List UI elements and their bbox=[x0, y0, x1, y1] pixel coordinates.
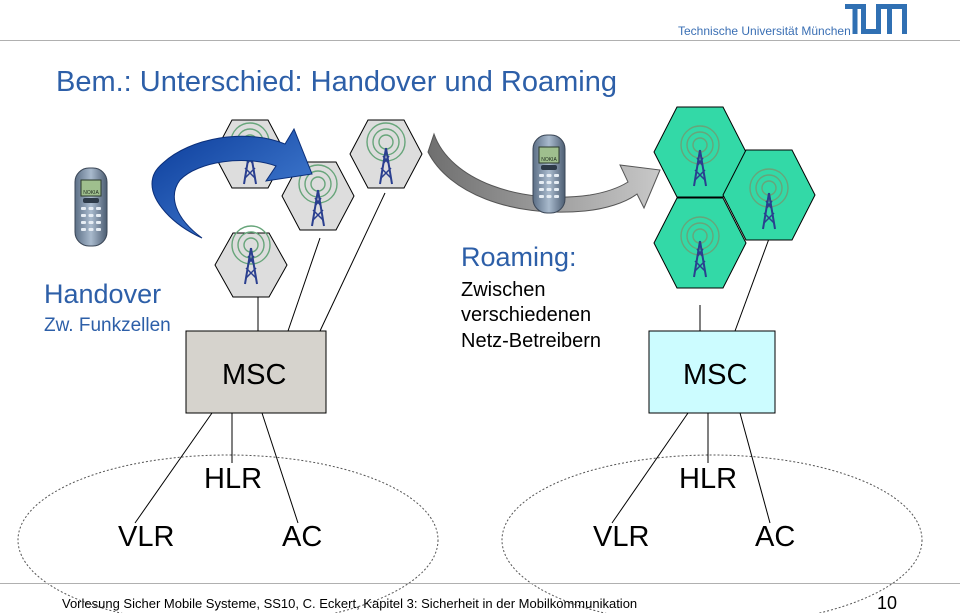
page-number: 10 bbox=[877, 593, 898, 613]
svg-text:NOKIA: NOKIA bbox=[541, 157, 557, 163]
connector bbox=[734, 235, 771, 332]
handover-subtitle: Zw. Funkzellen bbox=[44, 315, 171, 336]
connector bbox=[287, 237, 321, 332]
roaming-description-line: Netz-Betreibern bbox=[461, 330, 602, 352]
footer-text: Vorlesung Sicher Mobile Systeme, SS10, C… bbox=[62, 596, 638, 611]
hlr-label-right: HLR bbox=[679, 463, 738, 495]
register-ellipse-left bbox=[17, 454, 439, 613]
ac-label-left: AC bbox=[282, 521, 323, 553]
msc-box-right bbox=[648, 330, 776, 414]
roaming-description-line: verschiedenen bbox=[461, 304, 592, 326]
msc-box-left bbox=[185, 330, 327, 414]
vlr-label-right: VLR bbox=[593, 521, 650, 553]
connector bbox=[611, 412, 689, 524]
hlr-label-left: HLR bbox=[204, 463, 263, 495]
radio-cell bbox=[349, 119, 423, 189]
tum-logo bbox=[845, 4, 907, 34]
slide-title: Bem.: Unterschied: Handover und Roaming bbox=[56, 66, 617, 98]
handover-arrow bbox=[151, 127, 313, 239]
radio-cell bbox=[214, 225, 288, 298]
connector bbox=[134, 412, 213, 524]
svg-text:NOKIA: NOKIA bbox=[83, 190, 99, 196]
connector bbox=[739, 412, 771, 524]
msc-label-right: MSC bbox=[683, 359, 748, 391]
connector bbox=[261, 412, 299, 524]
ac-label-right: AC bbox=[755, 521, 796, 553]
radio-cell bbox=[722, 149, 816, 241]
handover-label: Handover bbox=[44, 279, 162, 309]
connector bbox=[319, 192, 386, 332]
radio-cell bbox=[653, 197, 747, 289]
mobile-phone: NOKIA bbox=[74, 167, 108, 247]
roaming-description-line: Zwischen bbox=[461, 279, 546, 301]
roaming-label: Roaming: bbox=[461, 242, 577, 272]
vlr-label-left: VLR bbox=[118, 521, 175, 553]
university-name: Technische Universität München bbox=[678, 24, 851, 38]
mobile-phone: NOKIA bbox=[532, 134, 566, 214]
footer-divider bbox=[0, 583, 960, 584]
roaming-arrow bbox=[427, 132, 661, 213]
header-divider bbox=[0, 40, 960, 41]
register-ellipse-right bbox=[501, 454, 923, 613]
msc-label-left: MSC bbox=[222, 359, 287, 391]
